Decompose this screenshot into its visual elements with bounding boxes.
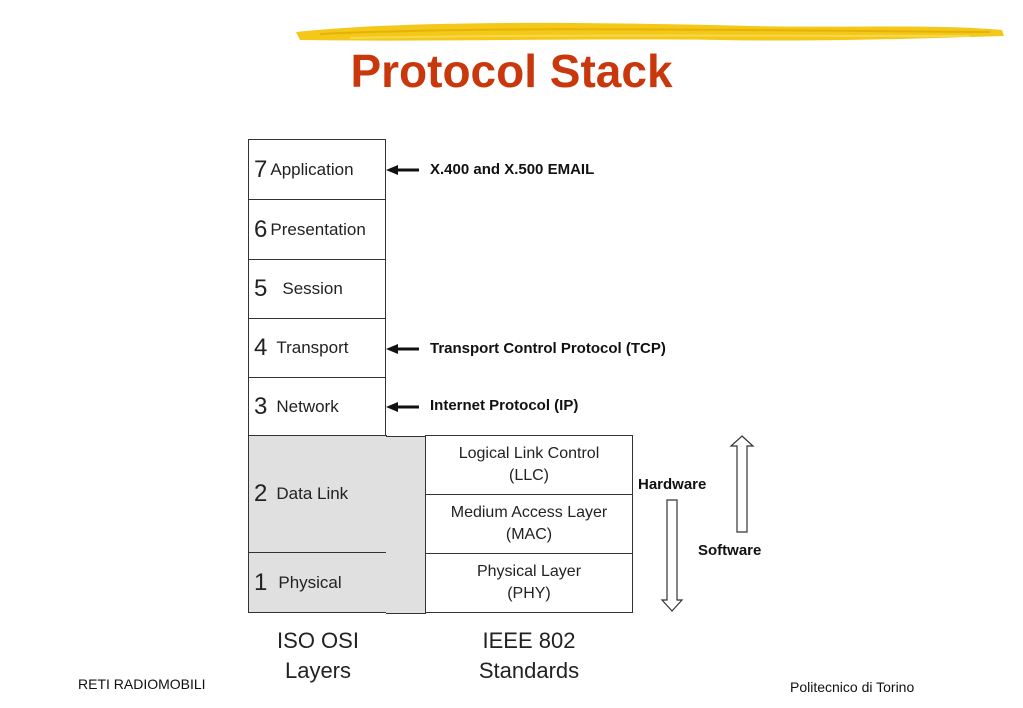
annotation-application: X.400 and X.500 EMAIL (430, 161, 595, 178)
layer-name: Network (276, 396, 339, 416)
layer-name: Physical (278, 572, 342, 592)
layer-number: 1 (254, 568, 268, 596)
osi-layer-7: 7 Application (248, 139, 386, 200)
layer-name: Presentation (270, 219, 366, 239)
ieee-llc-line2: (LLC) (508, 467, 549, 484)
osi-header-line1: ISO OSI (277, 628, 359, 653)
ieee-phy-box: Physical Layer (PHY) (425, 553, 633, 613)
footer-right: Politecnico di Torino (790, 679, 915, 695)
ieee-mac-line2: (MAC) (505, 526, 553, 543)
layer-number: 5 (254, 275, 268, 302)
osi-layer-3: 3 Network (248, 377, 386, 436)
layer-number: 2 (254, 480, 268, 507)
osi-layer-1: 1 Physical (248, 552, 387, 613)
osi-column-header: ISO OSI Layers (248, 626, 388, 686)
annotation-transport: Transport Control Protocol (TCP) (430, 340, 666, 357)
osi-layer-6: 6 Presentation (248, 199, 386, 260)
arrow-left-icon (386, 344, 419, 354)
ieee-column-header: IEEE 802 Standards (425, 626, 633, 686)
page-title: Protocol Stack (350, 45, 673, 97)
layer-name: Session (282, 279, 343, 298)
layer-name: Application (270, 159, 354, 179)
arrow-left-icon (386, 402, 419, 412)
ieee-header-line2: Standards (478, 658, 580, 683)
footer-left: RETI RADIOMOBILI (78, 676, 206, 692)
osi-layer-2: 2 Data Link (248, 435, 387, 553)
brush-stroke-decoration (296, 22, 1004, 41)
osi-header-line2: Layers (284, 658, 352, 683)
layer-number: 4 (254, 334, 268, 361)
layer-name: Transport (276, 338, 349, 357)
arrow-left-icon (386, 165, 419, 175)
annotation-network: Internet Protocol (IP) (430, 397, 579, 414)
ieee-phy-line2: (PHY) (507, 585, 551, 602)
layer-name: Data Link (276, 484, 349, 503)
ieee-llc-line1: Logical Link Control (458, 445, 600, 462)
hardware-label: Hardware (638, 476, 707, 493)
ieee-llc-box: Logical Link Control (LLC) (425, 435, 633, 495)
ieee-header-line1: IEEE 802 (482, 628, 576, 653)
software-down-arrow-icon (660, 499, 684, 612)
software-label: Software (698, 542, 762, 559)
ieee-phy-line1: Physical Layer (476, 563, 582, 580)
layer-number: 7 (254, 155, 268, 183)
ieee-mac-line1: Medium Access Layer (450, 504, 608, 521)
layer-number: 3 (254, 392, 268, 420)
hardware-up-arrow-icon (729, 435, 755, 533)
connector-band (386, 436, 426, 614)
layer-number: 6 (254, 215, 268, 243)
osi-layer-5: 5 Session (248, 259, 386, 319)
ieee-mac-box: Medium Access Layer (MAC) (425, 494, 633, 554)
